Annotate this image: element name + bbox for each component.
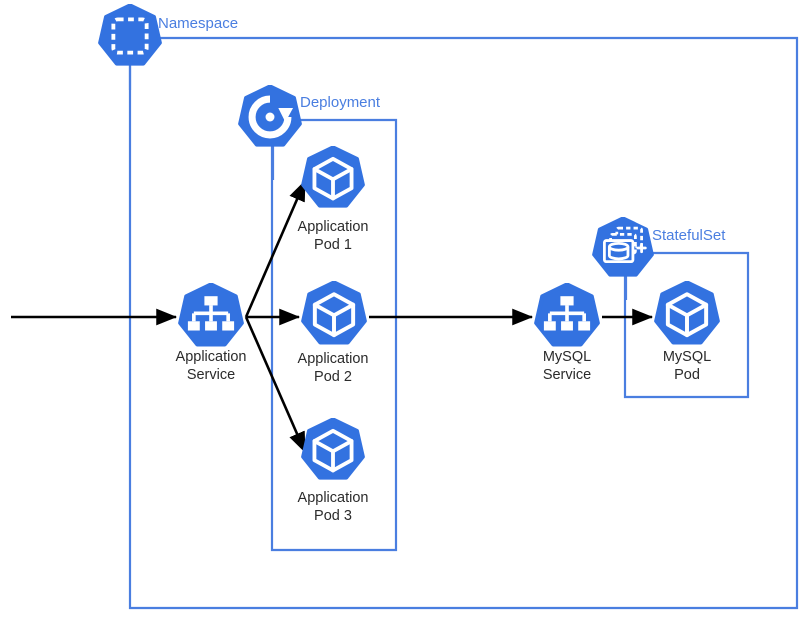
pod-cube-edges [665,302,709,338]
deployment-refresh-arrowhead [278,108,294,123]
deployment-refresh-arc [248,95,292,139]
service-child-node-3 [578,321,591,331]
service-child-node-2 [561,321,573,331]
pod-cube-edges [312,167,354,201]
deployment-center-dot [265,112,275,122]
mysql-pod-icon-holder [654,280,720,352]
service-parent-node [560,296,574,306]
deployment-icon [238,84,302,147]
deployment-group-label: Deployment [300,94,381,111]
statefulset-group-label: StatefulSet [652,227,726,244]
service-parent-node [204,296,218,306]
flow-arrows [11,180,654,453]
application-pod-1-pod-icon [301,145,365,208]
statefulset-icon-holder [592,216,654,284]
namespace-icon-holder [98,3,162,73]
application-pod-3-pod-icon [301,417,365,480]
application-pod-2-label: Application Pod 2 [297,351,369,386]
statefulset-panel-back [615,226,643,249]
statefulset-icon [592,216,654,277]
pod-cube-edges [312,439,354,473]
namespace-boundary-box [128,36,799,610]
statefulset-db-top [607,241,630,252]
mysql-pod-label: MySQL Pod [662,349,712,384]
deployment-icon-holder [238,84,302,154]
deployment-boundary-box [270,118,398,552]
application-pod-1-label: Application Pod 1 [297,219,369,254]
service-child-node-1 [543,321,556,331]
application-pod-2-icon-holder [301,280,367,352]
statefulset-boundary-box [623,251,750,399]
service-tree-links [192,305,230,322]
application-pod-2-pod-icon [301,280,367,345]
application-pod-3-icon-holder [301,417,365,487]
service-child-node-1 [187,321,200,331]
mysql-service-icon-holder [534,282,600,354]
application-service-icon-holder [178,282,244,354]
application-service-label: Application Service [175,349,247,384]
statefulset-db-body [607,246,630,261]
group-boundary-boxes [128,36,799,610]
namespace-group-label: Namespace [158,15,239,32]
pod-cube-edges [312,302,356,338]
mysql-service-service-icon [534,282,600,347]
service-child-node-3 [222,321,235,331]
application-pod-1-icon-holder [301,145,365,215]
service-tree-links [548,305,586,322]
mysql-service-label: MySQL Service [542,349,592,384]
service-child-node-2 [205,321,217,331]
namespace-icon-badge-shape [98,3,162,66]
application-service-to-pod-3 [244,316,307,453]
application-service-to-pod-1 [244,180,307,318]
namespace-icon [98,3,162,66]
namespace-dashed-square [111,17,149,55]
statefulset-plus-icon [636,242,647,254]
application-pod-3-label: Application Pod 3 [297,490,369,525]
application-service-service-icon [178,282,244,347]
mysql-pod-pod-icon [654,280,720,345]
